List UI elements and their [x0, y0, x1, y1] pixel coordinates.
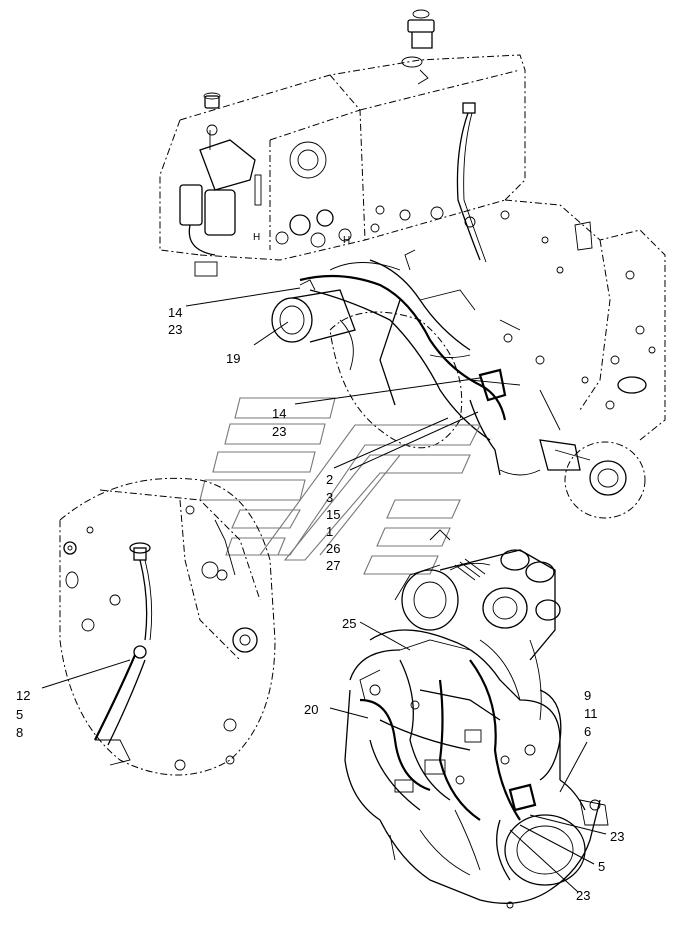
callout-3: 3: [326, 490, 333, 505]
callout-14-top: 14: [168, 305, 182, 320]
lower-engine-detail: [344, 529, 609, 909]
callout-5-left: 5: [16, 707, 23, 722]
upper-housing-assembly: H H: [159, 9, 666, 441]
callout-23-bottom: 23: [576, 888, 590, 903]
callout-15: 15: [326, 507, 340, 522]
stripe-logo-watermark: [199, 397, 481, 575]
callout-8: 8: [16, 725, 23, 740]
callout-11: 11: [584, 706, 598, 721]
callout-27: 27: [326, 558, 340, 573]
callout-12: 12: [16, 688, 30, 703]
svg-text:H: H: [253, 232, 260, 243]
callout-2: 2: [326, 472, 333, 487]
callout-20: 20: [304, 702, 318, 717]
callout-6: 6: [584, 724, 591, 739]
callout-1: 1: [326, 524, 333, 539]
callout-14-mid: 14: [272, 406, 286, 421]
callout-26: 26: [326, 541, 340, 556]
callout-labels: 14 23 19 14 23 2 3 15 1 26 27 12 5 8 25 …: [16, 305, 624, 903]
callout-5-right: 5: [598, 859, 605, 874]
callout-25: 25: [342, 616, 356, 631]
upper-wiring-harness: [271, 249, 646, 519]
svg-text:H: H: [343, 235, 350, 246]
callout-23-right: 23: [610, 829, 624, 844]
callout-23-mid: 23: [272, 424, 286, 439]
callout-9: 9: [584, 688, 591, 703]
leader-lines: [41, 287, 607, 893]
callout-23-top: 23: [168, 322, 182, 337]
callout-19: 19: [226, 351, 240, 366]
left-detail-bellhousing: [59, 477, 276, 776]
